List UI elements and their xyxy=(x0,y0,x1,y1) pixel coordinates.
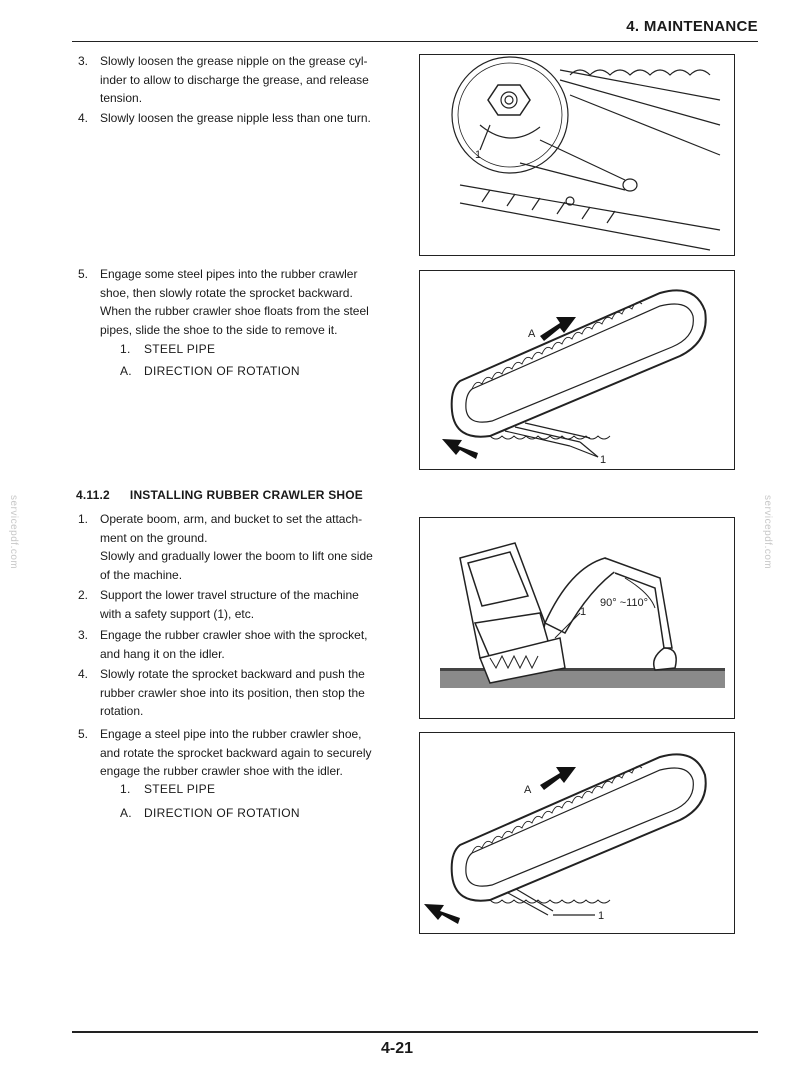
safety-support-label: 1 xyxy=(580,606,586,618)
step-line: rotation. xyxy=(100,704,144,719)
grease-nipple-illustration: 1 xyxy=(451,56,721,251)
watermark-right: servicepdf.com xyxy=(762,495,773,570)
direction-label: A xyxy=(524,784,532,796)
step-line: When the rubber crawler shoe floats from… xyxy=(100,304,369,319)
crawler-install-illustration: A 1 xyxy=(424,753,707,924)
footer-rule xyxy=(72,1031,758,1033)
figure-machine-lift: 90° ~110° 1 xyxy=(419,517,735,719)
legend-key: A. xyxy=(120,806,132,820)
legend-text: DIRECTION OF ROTATION xyxy=(144,806,300,820)
callout-label: 1 xyxy=(475,149,481,161)
step-line: Engage some steel pipes into the rubber … xyxy=(100,267,358,281)
step-item: 4. Slowly loosen the grease nipple less … xyxy=(78,109,398,129)
step-line: Operate boom, arm, and bucket to set the… xyxy=(100,512,363,526)
legend-key: 1. xyxy=(120,342,131,356)
legend-key: A. xyxy=(120,364,132,378)
steel-pipe-label: 1 xyxy=(600,454,606,466)
step-number: 4. xyxy=(78,667,89,681)
step-line: of the machine. xyxy=(100,567,183,582)
crawler-removal-illustration: A 1 xyxy=(442,289,707,466)
figure-grease-nipple: 1 xyxy=(419,54,735,256)
step-line: Support the lower travel structure of th… xyxy=(100,588,359,602)
section-number: 4.11.2 xyxy=(76,488,110,502)
legend-text: STEEL PIPE xyxy=(144,782,216,796)
step-line: Engage a steel pipe into the rubber craw… xyxy=(100,727,362,741)
step-line: pipes, slide the shoe to the side to rem… xyxy=(100,322,338,337)
step-line: and hang it on the idler. xyxy=(100,646,225,661)
angle-label: 90° ~110° xyxy=(600,597,648,609)
legend-item: A. DIRECTION OF ROTATION xyxy=(120,364,300,378)
step-item: 5. Engage a steel pipe into the rubber c… xyxy=(78,725,398,781)
machine-lift-illustration: 90° ~110° 1 xyxy=(440,542,725,688)
step-line: inder to allow to discharge the grease, … xyxy=(100,72,369,87)
step-line: tension. xyxy=(100,91,143,106)
step-line: rubber crawler shoe into its position, t… xyxy=(100,685,365,700)
step-line: ment on the ground. xyxy=(100,530,208,545)
step-line: Slowly loosen the grease nipple less tha… xyxy=(100,111,371,125)
step-number: 5. xyxy=(78,267,89,281)
step-number: 3. xyxy=(78,54,89,68)
step-item: 1. Operate boom, arm, and bucket to set … xyxy=(78,510,398,586)
step-line: Engage the rubber crawler shoe with the … xyxy=(100,628,368,642)
step-item: 4. Slowly rotate the sprocket backward a… xyxy=(78,665,398,721)
step-line: Slowly and gradually lower the boom to l… xyxy=(100,549,373,564)
step-line: Slowly loosen the grease nipple on the g… xyxy=(100,54,368,68)
page-header-title: 4. MAINTENANCE xyxy=(626,18,758,35)
legend-item: A. DIRECTION OF ROTATION xyxy=(120,806,300,820)
figure-crawler-install: A 1 xyxy=(419,732,735,934)
page-number: 4-21 xyxy=(380,1040,414,1057)
step-number: 1. xyxy=(78,512,89,526)
step-item: 5. Engage some steel pipes into the rubb… xyxy=(78,265,398,343)
step-item: 3. Engage the rubber crawler shoe with t… xyxy=(78,626,398,664)
step-line: and rotate the sprocket backward again t… xyxy=(100,745,372,760)
step-number: 5. xyxy=(78,727,89,741)
direction-label: A xyxy=(528,328,536,340)
step-line: engage the rubber crawler shoe with the … xyxy=(100,764,343,779)
legend-item: 1. STEEL PIPE xyxy=(120,342,215,356)
legend-item: 1. STEEL PIPE xyxy=(120,782,215,796)
legend-text: DIRECTION OF ROTATION xyxy=(144,364,300,378)
step-line: Slowly rotate the sprocket backward and … xyxy=(100,667,365,681)
header-rule xyxy=(72,41,758,42)
section-title: INSTALLING RUBBER CRAWLER SHOE xyxy=(129,488,364,502)
legend-key: 1. xyxy=(120,782,131,796)
figure-crawler-removal: A 1 xyxy=(419,270,735,470)
step-line: shoe, then slowly rotate the sprocket ba… xyxy=(100,285,353,300)
step-item: 3. Slowly loosen the grease nipple on th… xyxy=(78,52,398,112)
legend-text: STEEL PIPE xyxy=(144,342,216,356)
watermark-left: servicepdf.com xyxy=(8,495,19,570)
section-heading: 4.11.2 INSTALLING RUBBER CRAWLER SHOE xyxy=(76,488,363,502)
step-number: 2. xyxy=(78,588,89,602)
step-line: with a safety support (1), etc. xyxy=(100,606,255,621)
step-number: 3. xyxy=(78,628,89,642)
step-item: 2. Support the lower travel structure of… xyxy=(78,586,398,624)
steel-pipe-label: 1 xyxy=(598,910,604,922)
step-number: 4. xyxy=(78,111,89,125)
